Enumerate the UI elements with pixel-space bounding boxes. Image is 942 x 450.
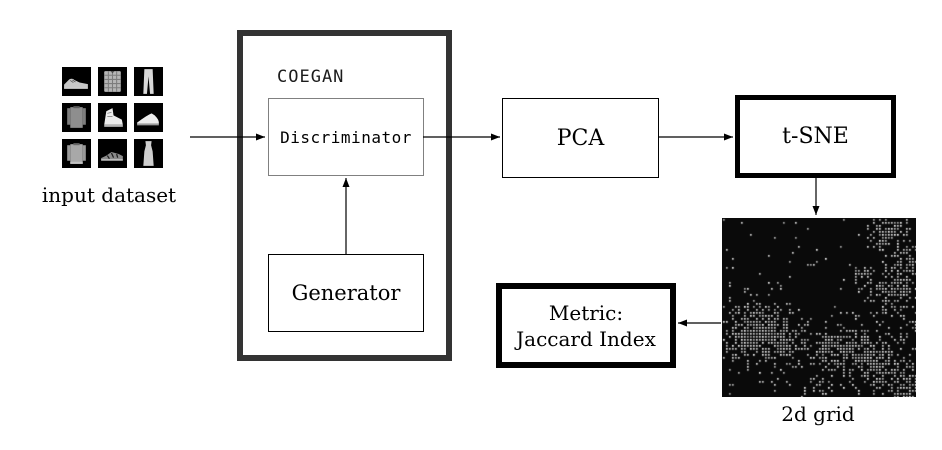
input-dataset-label: input dataset [41, 183, 177, 207]
discriminator-label: Discriminator [280, 127, 412, 147]
sandal-icon [98, 139, 127, 168]
tsne-label: t-SNE [782, 124, 849, 149]
slipper-icon [134, 103, 163, 132]
pca-label: PCA [556, 125, 605, 151]
plaid-shirt-icon [98, 67, 127, 96]
2d-grid-label: 2d grid [781, 402, 855, 426]
pca-box: PCA [502, 98, 659, 178]
pullover-icon [62, 139, 91, 168]
dress-icon [134, 139, 163, 168]
high-top-sneaker-icon [98, 103, 127, 132]
generator-label: Generator [291, 281, 401, 305]
input-dataset-grid [62, 67, 163, 168]
discriminator-box: Discriminator [268, 98, 424, 176]
trousers-icon [134, 67, 163, 96]
coegan-title: COEGAN [277, 67, 345, 87]
sneaker-icon [62, 67, 91, 96]
metric-label-line1: Metric: [548, 300, 624, 325]
tsne-2d-grid-image [722, 218, 916, 397]
metric-box: Metric: Jaccard Index [496, 283, 676, 368]
tsne-box: t-SNE [735, 95, 896, 178]
long-sleeve-shirt-icon [62, 103, 91, 132]
generator-box: Generator [268, 254, 424, 332]
coegan-container-box [237, 30, 452, 361]
metric-label-line2: Jaccard Index [516, 326, 656, 351]
